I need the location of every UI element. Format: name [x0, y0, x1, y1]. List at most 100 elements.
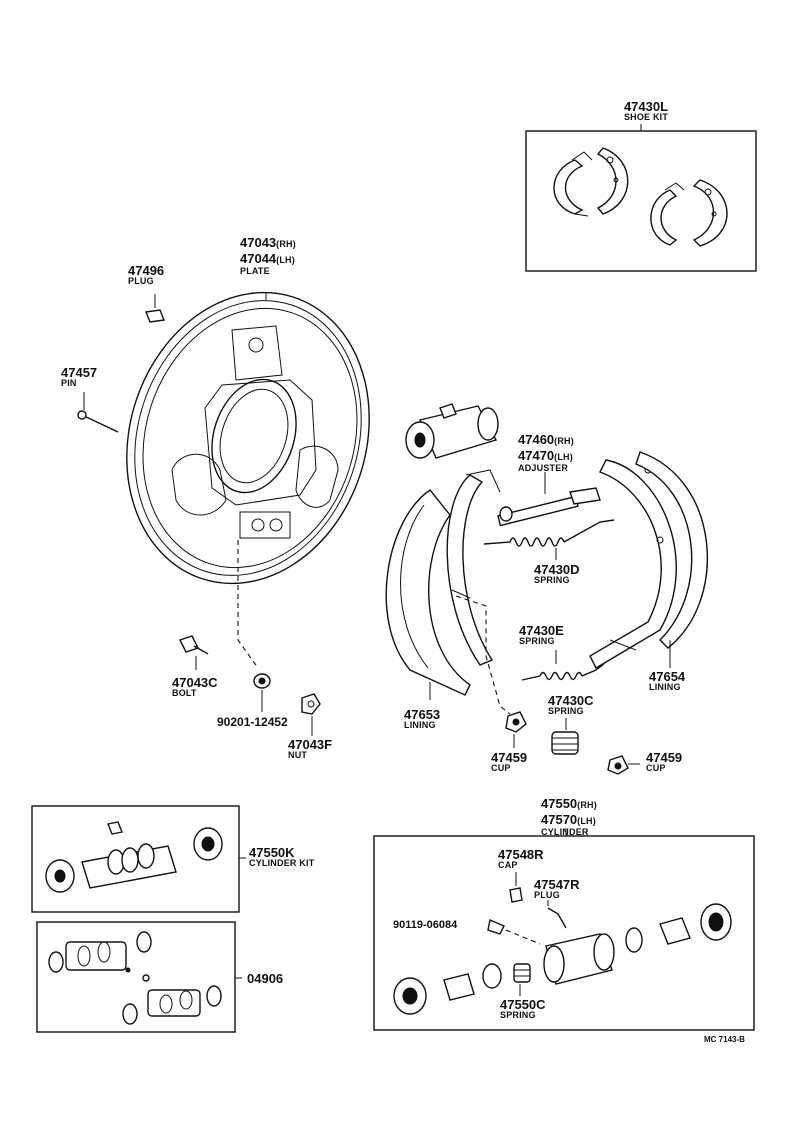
part-name: PLATE — [240, 266, 270, 276]
rh-suffix: (RH) — [554, 436, 574, 446]
cap-label: 47548R CAP — [498, 848, 544, 870]
part-name: SPRING — [519, 636, 555, 646]
spring-47430c-label: 47430C SPRING — [548, 694, 594, 716]
spring-47430e — [521, 650, 605, 681]
part-number: 47043C — [172, 675, 218, 690]
part-number: 47547R — [534, 877, 580, 892]
bleeder-label: 90119-06084 — [393, 920, 457, 931]
shoe-kit-label: 47430L SHOE KIT — [624, 100, 668, 122]
shoe-kit-box — [525, 124, 757, 272]
cylinder-box — [373, 828, 755, 1031]
shoe-kit-shoe-3 — [650, 182, 685, 246]
part-name: LINING — [649, 682, 681, 692]
part-number: 47496 — [128, 263, 165, 278]
piston-right — [625, 903, 732, 953]
part-number: 47430D — [534, 562, 580, 577]
part-name: SPRING — [534, 575, 570, 585]
part-number: 47653 — [404, 707, 441, 722]
adjuster-label: 47460(RH) 47470(LH) ADJUSTER — [518, 432, 574, 473]
cup-leader — [455, 595, 511, 715]
part-number-lh: 47044 — [240, 251, 277, 266]
spring-47550c-label: 47550C SPRING — [500, 998, 546, 1020]
part-name: ADJUSTER — [518, 463, 569, 473]
spring-47430d — [483, 519, 615, 560]
brake-shoe-left — [446, 469, 501, 666]
part-number: 47459 — [491, 750, 528, 765]
lh-suffix: (LH) — [577, 816, 596, 826]
rh-suffix: (RH) — [577, 800, 597, 810]
part-name: CUP — [491, 763, 511, 773]
part-number: 47550K — [249, 845, 295, 860]
part-number: 04906 — [247, 971, 284, 986]
part-number: 47043F — [288, 737, 333, 752]
lh-suffix: (LH) — [554, 452, 573, 462]
part-name: CAP — [498, 860, 518, 870]
bleeder-90119 — [487, 919, 541, 945]
part-name: PIN — [61, 378, 77, 388]
part-number: 47430E — [519, 623, 564, 638]
plate-label: 47043(RH) 47044(LH) PLATE — [240, 235, 296, 276]
washer-label: 90201-12452 — [217, 716, 288, 728]
part-name: SPRING — [548, 706, 584, 716]
part-name: SHOE KIT — [623, 112, 669, 122]
part-number: 47654 — [649, 669, 686, 684]
part-name: CYLINDER — [541, 827, 589, 837]
plug-47496 — [145, 294, 165, 323]
part-number: 47430L — [623, 99, 669, 114]
part-number: 47457 — [61, 365, 98, 380]
shoe-kit-shoe-2 — [596, 147, 629, 215]
nut-47043f — [301, 693, 321, 736]
lh-suffix: (LH) — [276, 255, 295, 265]
part-number-rh: 47043 — [240, 235, 277, 250]
part-number: 90201-12452 — [217, 715, 288, 729]
cup-47459-right — [607, 755, 640, 775]
lining-47653 — [385, 489, 471, 700]
nut-label: 47043F NUT — [288, 738, 332, 760]
washer-90201 — [253, 673, 271, 712]
cap-47548r — [509, 872, 523, 903]
part-name: BOLT — [172, 688, 197, 698]
spring-47430c — [551, 718, 579, 755]
lining-47654-label: 47654 LINING — [649, 670, 685, 692]
part-number-rh: 47550 — [541, 796, 578, 811]
part-name: NUT — [288, 750, 308, 760]
bolt-label: 47043C BOLT — [172, 676, 218, 698]
brake-shoe-right — [589, 459, 677, 669]
shoe-kit-shoe-4 — [692, 179, 728, 247]
lining-47654 — [635, 451, 708, 668]
part-number: 47550C — [500, 997, 546, 1012]
piston-left — [393, 963, 502, 1015]
part-number: 47459 — [646, 750, 683, 765]
cup-right-label: 47459 CUP — [646, 751, 682, 773]
cylinder-kit-box — [31, 805, 246, 913]
cylinder-label: 47550(RH) 47570(LH) CYLINDER — [541, 796, 597, 837]
wheel-cylinder-upper — [405, 403, 499, 459]
spring-47430d-label: 47430D SPRING — [534, 563, 580, 585]
part-name: SPRING — [500, 1010, 536, 1020]
seal-kit-box — [36, 921, 242, 1033]
part-name: PLUG — [534, 890, 560, 900]
spring-47550c — [513, 963, 531, 996]
part-name: PLUG — [128, 276, 154, 286]
cup-47459-left — [505, 711, 527, 748]
pin-47457 — [77, 392, 119, 433]
plug-47496-label: 47496 PLUG — [128, 264, 164, 286]
bolt-47043c — [179, 635, 209, 670]
rh-suffix: (RH) — [276, 239, 296, 249]
plug-47547r — [547, 900, 567, 929]
part-number-rh: 47460 — [518, 432, 555, 447]
part-number-lh: 47570 — [541, 812, 578, 827]
part-name: LINING — [404, 720, 436, 730]
lining-47653-label: 47653 LINING — [404, 708, 440, 730]
drawing-code: MC 7143-B — [704, 1035, 745, 1044]
part-number: 47548R — [498, 847, 544, 862]
backing-plate — [126, 291, 370, 585]
part-name: CYLINDER KIT — [249, 858, 315, 868]
shoe-kit-shoe-1 — [553, 151, 593, 217]
pin-label: 47457 PIN — [61, 366, 97, 388]
cylinder-body — [543, 933, 615, 985]
cup-left-label: 47459 CUP — [491, 751, 527, 773]
kit-04906-label: 04906 — [247, 972, 283, 985]
bolt-leader — [237, 540, 259, 669]
